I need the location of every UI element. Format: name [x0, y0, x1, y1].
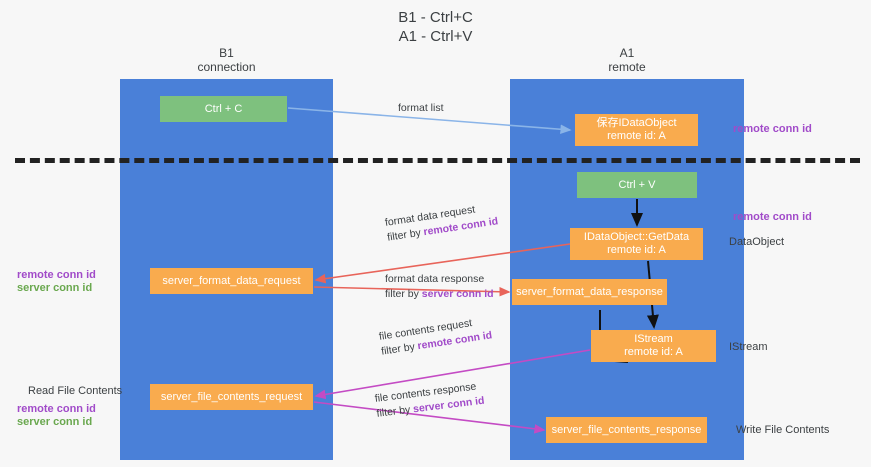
- node-server-format-data-response[interactable]: server_format_data_response: [512, 279, 667, 305]
- annotation-left-conn-ids: remote conn id server conn id: [17, 269, 117, 295]
- annotation-istream: IStream: [729, 341, 768, 353]
- annotation-remote-conn-id-2: remote conn id: [17, 403, 96, 415]
- phase-divider: [15, 158, 860, 163]
- node-server-file-contents-response[interactable]: server_file_contents_response: [546, 417, 707, 443]
- annotation-server-conn-id-2: server conn id: [17, 416, 93, 428]
- node-server-format-data-request[interactable]: server_format_data_request: [150, 268, 313, 294]
- annotation-server-conn-id: server conn id: [17, 282, 93, 294]
- annotation-dataobject: DataObject: [729, 236, 785, 248]
- lane-header-a1: A1 remote: [608, 46, 646, 74]
- node-ctrl-c[interactable]: Ctrl + C: [160, 96, 287, 122]
- node-server-file-contents-request[interactable]: server_file_contents_request: [150, 384, 313, 410]
- node-ctrl-v[interactable]: Ctrl + V: [577, 172, 697, 198]
- filter-prefix: filter by: [380, 340, 419, 358]
- edge-label-file-contents-request: file contents request filter by remote c…: [378, 313, 493, 359]
- annotation-read-file-contents: Read File Contents: [28, 385, 123, 397]
- edge-label-format-data-request: format data request filter by remote con…: [384, 199, 499, 245]
- node-istream[interactable]: IStream remote id: A: [591, 330, 716, 362]
- edge-label-file-contents-response: file contents response filter by server …: [374, 379, 485, 422]
- filter-key: server conn id: [421, 288, 494, 300]
- filter-prefix: filter by: [385, 288, 422, 300]
- annotation-write-file-contents: Write File Contents: [736, 424, 830, 436]
- lane-header-b1: B1 connection: [197, 46, 256, 74]
- node-idataobject[interactable]: 保存IDataObject remote id: A: [575, 114, 698, 146]
- edge-label-format-data-response: format data response filter by server co…: [385, 272, 494, 302]
- edge-label-format-list: format list: [398, 102, 444, 114]
- filter-prefix: filter by: [375, 403, 414, 420]
- filter-prefix: filter by: [386, 226, 425, 244]
- edge-label-line1: format data response: [385, 273, 485, 285]
- annotation-left-conn-ids-2: remote conn id server conn id: [17, 403, 117, 429]
- annotation-remote-conn-id: remote conn id: [17, 269, 96, 281]
- annotation-right-remote-conn-id-2: remote conn id: [733, 211, 812, 223]
- edge-label-line2: filter by server conn id: [385, 287, 494, 302]
- annotation-right-remote-conn-id-1: remote conn id: [733, 123, 812, 135]
- page-title: B1 - Ctrl+C A1 - Ctrl+V: [398, 9, 473, 45]
- node-idataobject-getdata[interactable]: IDataObject::GetData remote id: A: [570, 228, 703, 260]
